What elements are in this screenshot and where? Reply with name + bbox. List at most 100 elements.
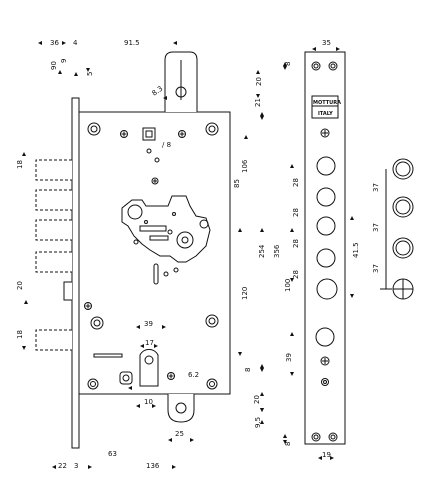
bolt-heads: [380, 158, 414, 300]
case-screw: [205, 122, 219, 136]
keyhole-center: [144, 355, 154, 365]
brand-sublabel: ITALY: [318, 111, 333, 117]
dim-label: 25: [175, 430, 184, 438]
dim-label: 100: [284, 279, 292, 292]
mechanism-pin: [163, 271, 169, 277]
faceplate-screw: [323, 380, 327, 384]
cross-screw: [151, 177, 159, 185]
bolt: [35, 189, 72, 211]
case-screw: [206, 378, 218, 390]
case-screw: [93, 319, 101, 327]
dim-label: 28: [292, 178, 300, 187]
internal-mechanism: [121, 195, 211, 263]
dim-label: 8.3: [151, 85, 165, 98]
bolt-head-inner: [395, 199, 411, 215]
dim-label: 5: [86, 72, 94, 76]
bolt: [35, 159, 72, 181]
dim-label: 9.5: [254, 417, 262, 428]
latch-hole: [316, 278, 338, 300]
spindle-square: [142, 127, 156, 141]
cylinder-cam: [119, 371, 133, 385]
dim-label: 254: [258, 244, 266, 258]
case-screw: [208, 125, 216, 133]
dim-label: 39: [144, 320, 153, 328]
lock-body: [71, 51, 231, 449]
dim-label: 3: [74, 462, 78, 470]
case-screw: [209, 381, 215, 387]
cross-screw: [178, 130, 186, 138]
dim-label: 36: [50, 39, 59, 47]
mechanism-slot: [149, 235, 169, 241]
faceplate-screw: [330, 434, 336, 440]
mechanism-pin: [199, 219, 209, 229]
mechanism-pin: [173, 267, 179, 273]
brand-label: MOTTURA: [313, 100, 341, 106]
case-screw: [87, 122, 101, 136]
dim-label: 4: [73, 39, 78, 47]
cylinder-cam-hole: [122, 374, 130, 382]
dim-label: 28: [292, 208, 300, 217]
dim-label: 10: [144, 398, 153, 406]
bolt-hole: [316, 156, 336, 176]
dim-label: / 8: [162, 141, 171, 149]
dim-label: 356: [273, 244, 281, 258]
spindle-square-inner: [145, 130, 153, 138]
dim-label: 20: [255, 77, 263, 86]
dim-label: 120: [241, 287, 249, 300]
dim-label: 91.5: [124, 39, 140, 47]
dim-label: 35: [322, 39, 331, 47]
dim-label: 90: [50, 61, 58, 70]
faceplate-screw: [313, 434, 319, 440]
dim-label: 28: [292, 239, 300, 248]
mechanism-pin: [167, 229, 173, 235]
mechanism-slot: [139, 225, 167, 232]
dim-label: 6.2: [188, 371, 199, 379]
left-bolts: [35, 159, 72, 351]
dim-label: 8: [284, 442, 292, 446]
dim-label: 85: [233, 179, 241, 188]
key-guide: [93, 353, 123, 358]
faceplate-screw: [313, 63, 319, 69]
bolt-hole: [316, 216, 336, 236]
brand-plate: [311, 95, 339, 119]
faceplate-screw: [330, 63, 336, 69]
dim-label: 20: [253, 395, 261, 404]
dim-label: 20: [16, 281, 24, 290]
dim-label: 41.5: [352, 242, 360, 258]
dim-label: 17: [145, 339, 154, 347]
bottom-tab-hole: [175, 402, 187, 414]
case-screw: [208, 317, 216, 325]
cross-screw: [320, 128, 330, 138]
dim-label: 106: [241, 159, 249, 173]
dim-label: 37: [372, 183, 380, 192]
dim-label: 8: [284, 62, 292, 66]
dim-label: 18: [16, 330, 24, 339]
dim-label: 37: [372, 223, 380, 232]
dim-label: 9: [60, 59, 68, 63]
case-screw: [205, 314, 219, 328]
top-tab-hole: [175, 86, 187, 98]
bolt: [35, 329, 72, 351]
latch: [63, 281, 72, 301]
keyhole: [139, 348, 159, 387]
cross-screw: [84, 302, 92, 310]
bolt-head-inner: [395, 161, 411, 177]
bolt-hole: [316, 248, 336, 268]
case-screw: [90, 381, 96, 387]
bolt-head-inner: [395, 240, 411, 256]
bottom-tab: [167, 394, 195, 423]
mechanism-gear: [127, 204, 143, 220]
dim-label: 21: [254, 98, 262, 107]
bolt-hole: [315, 327, 335, 347]
mechanism-pin: [144, 220, 148, 224]
mechanism-pin: [172, 212, 176, 216]
mechanism-pin: [133, 239, 139, 245]
dim-label: 19: [322, 451, 331, 459]
cross-screw: [120, 130, 128, 138]
dim-label: 39: [285, 353, 293, 362]
cross-screw: [320, 356, 330, 366]
dim-label: 22: [58, 462, 67, 470]
dimension-labels: 36 4 91.5 90 9 5 8.3 / 8 20 21 106 85 25…: [16, 39, 380, 470]
bolt: [35, 251, 72, 273]
dim-label: 63: [108, 450, 117, 458]
